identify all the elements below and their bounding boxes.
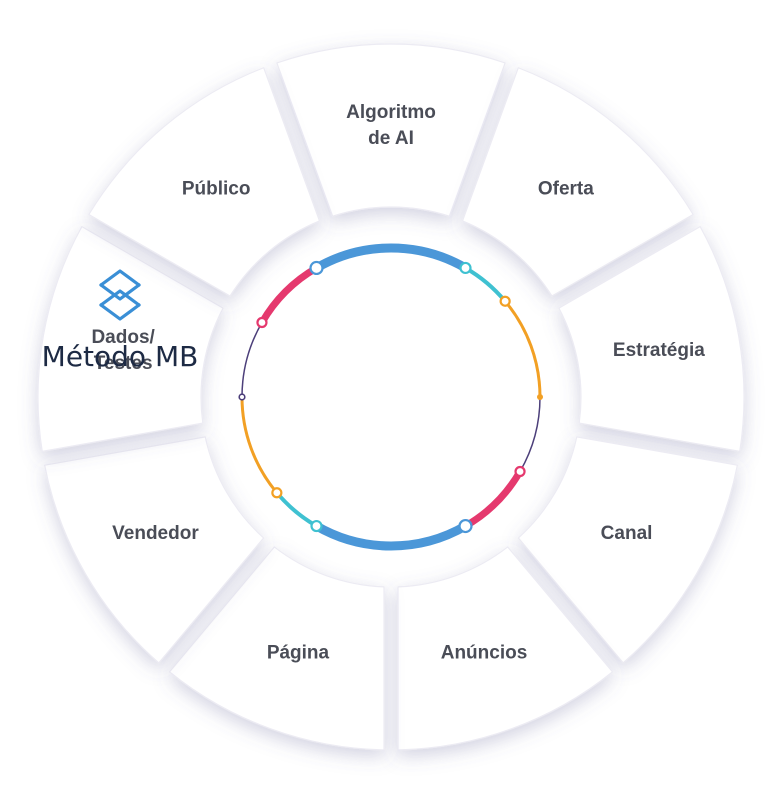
ring-node-8 <box>256 316 268 329</box>
ring-node-1 <box>309 260 324 276</box>
label-line: Oferta <box>538 179 594 200</box>
ring-dot-left <box>238 393 246 401</box>
segment-estrategia <box>558 225 745 452</box>
label-oferta: Oferta <box>538 179 594 200</box>
label-vendedor: Vendedor <box>112 523 199 544</box>
segment-vendedor <box>44 436 265 664</box>
ring-arc-cyan-bottom <box>275 491 318 528</box>
ring-node-2 <box>459 261 472 275</box>
wheel-segments <box>37 43 745 751</box>
label-canal: Canal <box>601 523 653 544</box>
label-line: Vendedor <box>112 523 199 544</box>
label-publico: Público <box>182 179 251 200</box>
layers-chevron-icon <box>99 269 141 321</box>
label-line: Público <box>182 179 251 200</box>
label-line: Página <box>267 643 330 664</box>
label-algoritmo: Algoritmo de AI <box>346 102 436 149</box>
ring-node-6 <box>310 519 323 533</box>
segment-pagina <box>168 546 385 751</box>
label-line: Estratégia <box>613 340 705 361</box>
ring-arc-orange-right <box>503 300 542 398</box>
segment-canal <box>517 436 738 664</box>
ring-arc-purple-left <box>241 322 263 398</box>
segment-publico <box>88 67 321 297</box>
ring-arc-magenta-right <box>463 469 524 530</box>
ring-arc-magenta-left <box>258 264 319 325</box>
brand-logo: Método MB <box>42 269 199 373</box>
label-estrategia: Estratégia <box>613 340 705 361</box>
ring-arc-orange-left <box>240 396 279 494</box>
ring-arc-blue-top <box>314 243 468 272</box>
segment-algoritmo <box>276 43 506 217</box>
label-line: Algoritmo <box>346 102 436 123</box>
label-dados-testes: Dados/Testes <box>91 327 155 374</box>
ring-node-3 <box>499 295 511 307</box>
segment-anuncios <box>397 546 614 751</box>
segment-labels: Algoritmo de AI OfertaEstratégiaCanalAnúnc… <box>91 102 705 664</box>
label-line: Dados/ <box>91 327 155 348</box>
label-line: de AI <box>368 128 414 149</box>
ring-arc-blue-bottom <box>314 522 468 551</box>
label-line: Testes <box>94 353 153 374</box>
brand-name: Método MB <box>42 340 199 373</box>
label-line: Canal <box>601 523 653 544</box>
central-ring <box>238 243 543 551</box>
label-anuncios: Anúncios <box>441 643 528 664</box>
ring-arc-purple-right <box>519 396 541 472</box>
segment-oferta <box>461 67 694 297</box>
segment-dados-testes <box>37 225 224 452</box>
ring-node-7 <box>271 487 283 499</box>
label-line: Anúncios <box>441 643 528 664</box>
label-pagina: Página <box>267 643 330 664</box>
ring-dot-right <box>537 394 543 400</box>
ring-arc-cyan-top <box>464 266 507 303</box>
ring-node-4 <box>514 465 526 478</box>
ring-node-5 <box>458 518 473 534</box>
